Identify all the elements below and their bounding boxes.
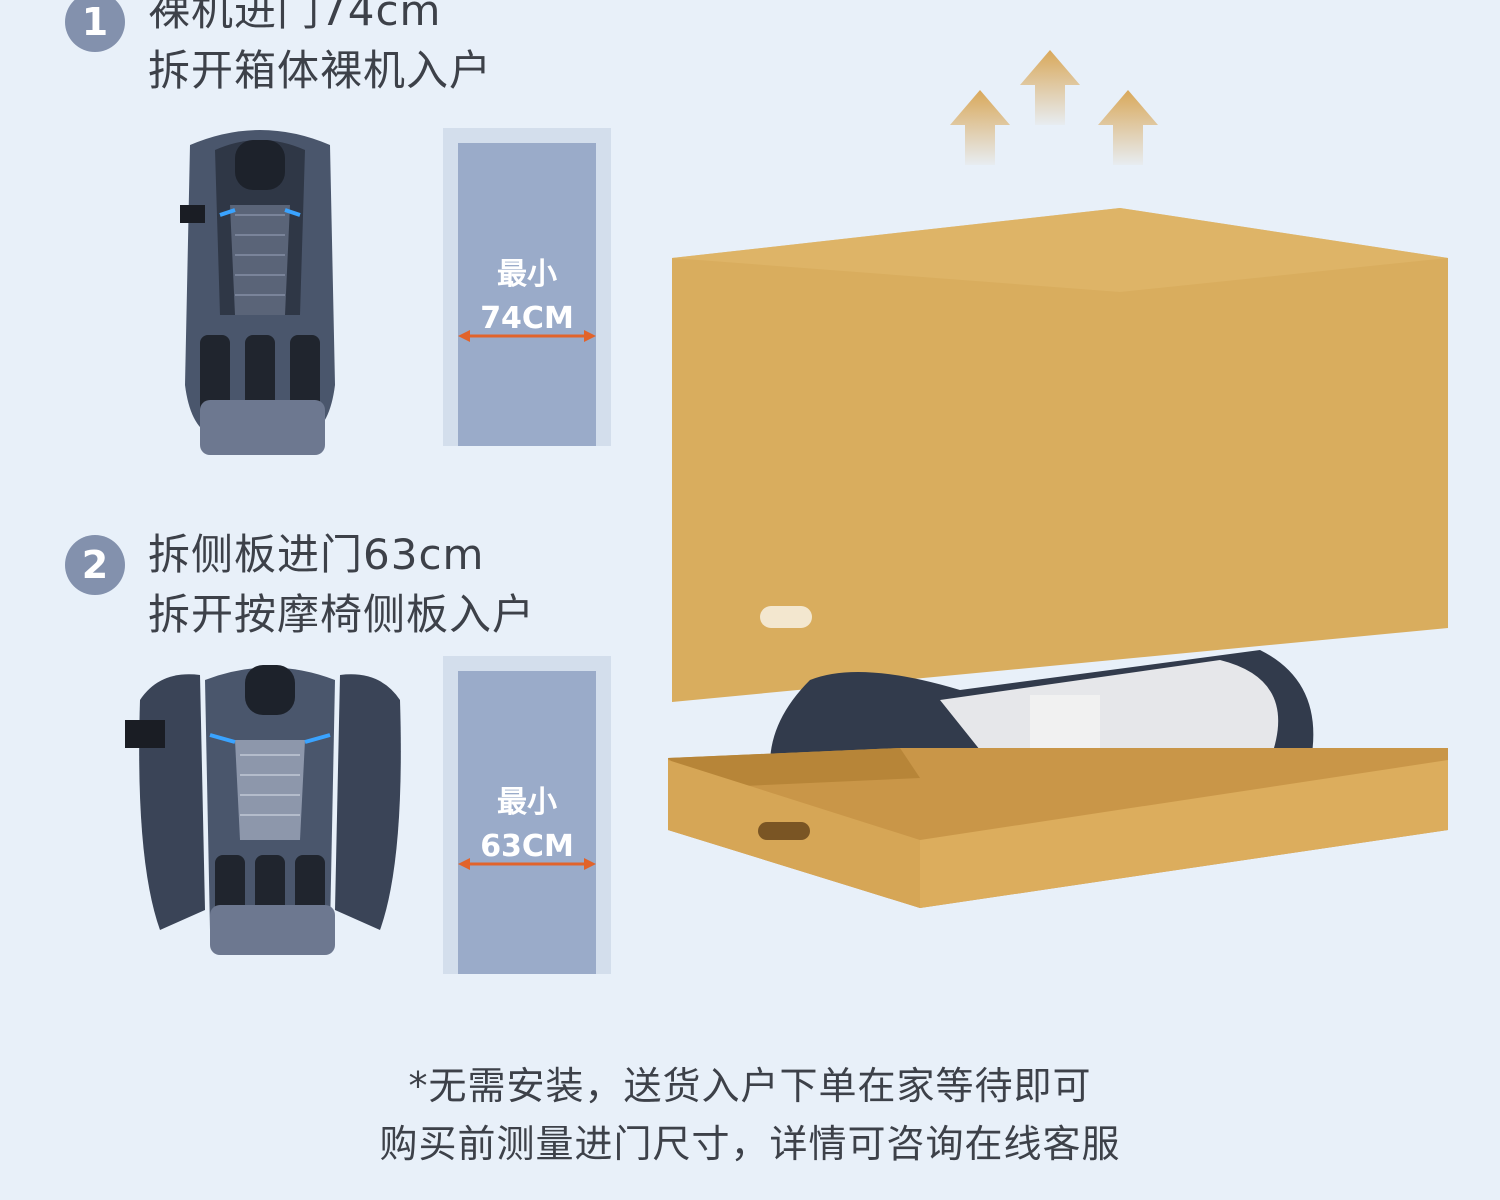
step-1-subtitle: 拆开箱体裸机入户	[148, 46, 493, 95]
door-width-label-63cm: 最小 63CM	[458, 781, 596, 869]
massage-chair-disassembled-image	[125, 665, 401, 955]
up-arrow-icon	[950, 50, 1158, 165]
door-width-value: 74CM	[480, 301, 574, 336]
step-2-text: 拆侧板进门63cm 拆开按摩椅侧板入户	[148, 526, 535, 644]
step-2-number: 2	[81, 543, 109, 587]
step-2-title: 拆侧板进门63cm	[148, 530, 485, 579]
footnote-line-1: *无需安装，送货入户下单在家等待即可	[408, 1064, 1092, 1108]
footnote-line-2: 购买前测量进门尺寸，详情可咨询在线客服	[379, 1122, 1121, 1166]
step-2-subtitle: 拆开按摩椅侧板入户	[148, 590, 536, 639]
door-panel-63cm: 最小 63CM	[458, 671, 596, 974]
door-min-label: 最小	[497, 785, 557, 820]
step-1-text: 裸机进门74cm 拆开箱体裸机入户	[148, 0, 492, 100]
step-1-number: 1	[81, 0, 109, 44]
double-arrow-icon	[458, 330, 596, 342]
step-1-badge: 1	[65, 0, 125, 52]
door-frame-63cm: 最小 63CM	[443, 656, 611, 974]
door-min-label: 最小	[497, 257, 557, 292]
step-1-title: 裸机进门74cm	[148, 0, 442, 35]
shipping-box-illustration	[668, 50, 1448, 908]
double-arrow-icon	[458, 858, 596, 870]
door-width-label-74cm: 最小 74CM	[458, 253, 596, 341]
door-panel-74cm: 最小 74CM	[458, 143, 596, 446]
door-width-value: 63CM	[480, 829, 574, 864]
step-2-badge: 2	[65, 535, 125, 595]
massage-chair-assembled-image	[180, 130, 335, 455]
door-frame-74cm: 最小 74CM	[443, 128, 611, 446]
